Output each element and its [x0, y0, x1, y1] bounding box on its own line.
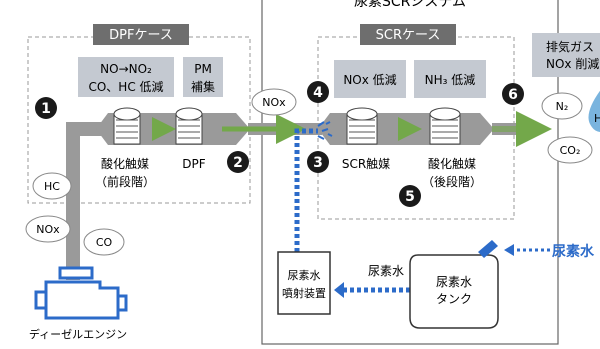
- urea-injection-line: [297, 131, 318, 252]
- cloud-co: CO: [84, 229, 124, 255]
- dpf-info-box-pm-line1: PM: [194, 62, 212, 76]
- urea-injector-line1: 尿素水: [288, 269, 321, 282]
- exhaust-result-line2: NOx 削減: [546, 56, 599, 71]
- svg-text:5: 5: [405, 189, 415, 205]
- scr-catalyst: [347, 108, 377, 144]
- svg-text:CO₂: CO₂: [560, 144, 581, 157]
- oxidation-catalyst-rear-label1: 酸化触媒: [428, 156, 476, 171]
- scr-info-box-nox-label: NOx 低減: [343, 72, 396, 87]
- system-title: 尿素SCRシステム: [354, 0, 466, 10]
- cloud-n2: N₂: [542, 93, 582, 119]
- urea-tank-line1: 尿素水: [436, 275, 472, 289]
- svg-text:3: 3: [313, 155, 323, 171]
- oxidation-catalyst-rear-label2: （後段階）: [422, 174, 482, 189]
- svg-text:4: 4: [313, 85, 323, 101]
- svg-text:NOx: NOx: [36, 223, 60, 236]
- dpf-info-box-oxidation-line2: CO、HC 低減: [88, 79, 163, 94]
- svg-text:HC: HC: [44, 180, 60, 193]
- urea-tank-line2: タンク: [436, 292, 472, 306]
- badge-5: 5: [399, 185, 421, 207]
- scr-info-box-nh3-label: NH₃ 低減: [425, 72, 476, 87]
- oxidation-catalyst-rear: [430, 108, 460, 144]
- dpf-filter: [176, 108, 202, 144]
- svg-text:1: 1: [41, 101, 51, 117]
- cloud-hc: HC: [33, 173, 71, 199]
- cloud-co2: CO₂: [548, 137, 592, 163]
- urea-supply-arrowhead: [504, 244, 514, 256]
- badge-2: 2: [227, 151, 249, 173]
- urea-supply-label: 尿素水: [552, 243, 595, 260]
- badge-4: 4: [307, 81, 329, 103]
- oxidation-catalyst-front: [114, 108, 140, 144]
- badge-1: 1: [35, 97, 57, 119]
- engine-exhaust-pipe: [66, 122, 80, 280]
- svg-text:2: 2: [233, 155, 243, 171]
- svg-text:N₂: N₂: [556, 100, 569, 113]
- diesel-engine-icon: [36, 268, 126, 318]
- dpf-label: DPF: [182, 157, 205, 171]
- badge-6: 6: [502, 83, 524, 105]
- svg-text:H: H: [594, 112, 600, 125]
- oxidation-catalyst-front-label2: （前段階）: [95, 174, 155, 189]
- scr-case-title: SCRケース: [376, 28, 441, 43]
- badge-3: 3: [307, 151, 329, 173]
- oxidation-catalyst-front-label1: 酸化触媒: [101, 156, 149, 171]
- urea-injector-line2: 噴射装置: [282, 286, 326, 300]
- cloud-nox-mid: NOx: [252, 89, 296, 115]
- scr-catalyst-label: SCR触媒: [342, 157, 390, 171]
- water-droplet-icon: H: [589, 88, 600, 132]
- svg-text:6: 6: [508, 87, 518, 103]
- svg-text:NOx: NOx: [262, 96, 286, 109]
- dpf-info-box-oxidation-line1: NO→NO₂: [100, 62, 152, 76]
- urea-feed-arrowhead: [334, 282, 344, 298]
- svg-text:CO: CO: [96, 236, 113, 249]
- cloud-nox-low: NOx: [26, 216, 70, 242]
- urea-injector-box: [278, 252, 330, 314]
- dpf-case-title: DPFケース: [109, 28, 173, 43]
- urea-pipe-label: 尿素水: [368, 264, 404, 278]
- exhaust-result-line1: 排気ガス: [546, 39, 594, 54]
- engine-label: ディーゼルエンジン: [29, 327, 127, 341]
- dpf-info-box-pm-line2: 補集: [191, 79, 215, 94]
